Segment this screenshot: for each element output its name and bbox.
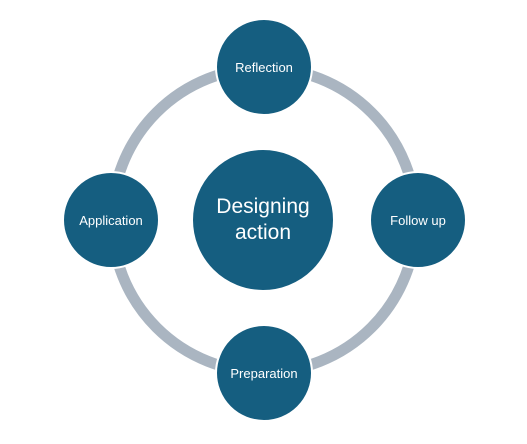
node-preparation: Preparation (215, 324, 313, 422)
node-reflection: Reflection (215, 18, 313, 116)
node-application: Application (62, 171, 160, 269)
center-node: Designing action (191, 148, 335, 292)
node-reflection-label: Reflection (235, 59, 293, 75)
node-follow-up-label: Follow up (390, 212, 446, 228)
center-node-label: Designing action (216, 195, 310, 244)
node-application-label: Application (79, 212, 143, 228)
node-preparation-label: Preparation (230, 365, 298, 381)
node-follow-up: Follow up (369, 171, 467, 269)
